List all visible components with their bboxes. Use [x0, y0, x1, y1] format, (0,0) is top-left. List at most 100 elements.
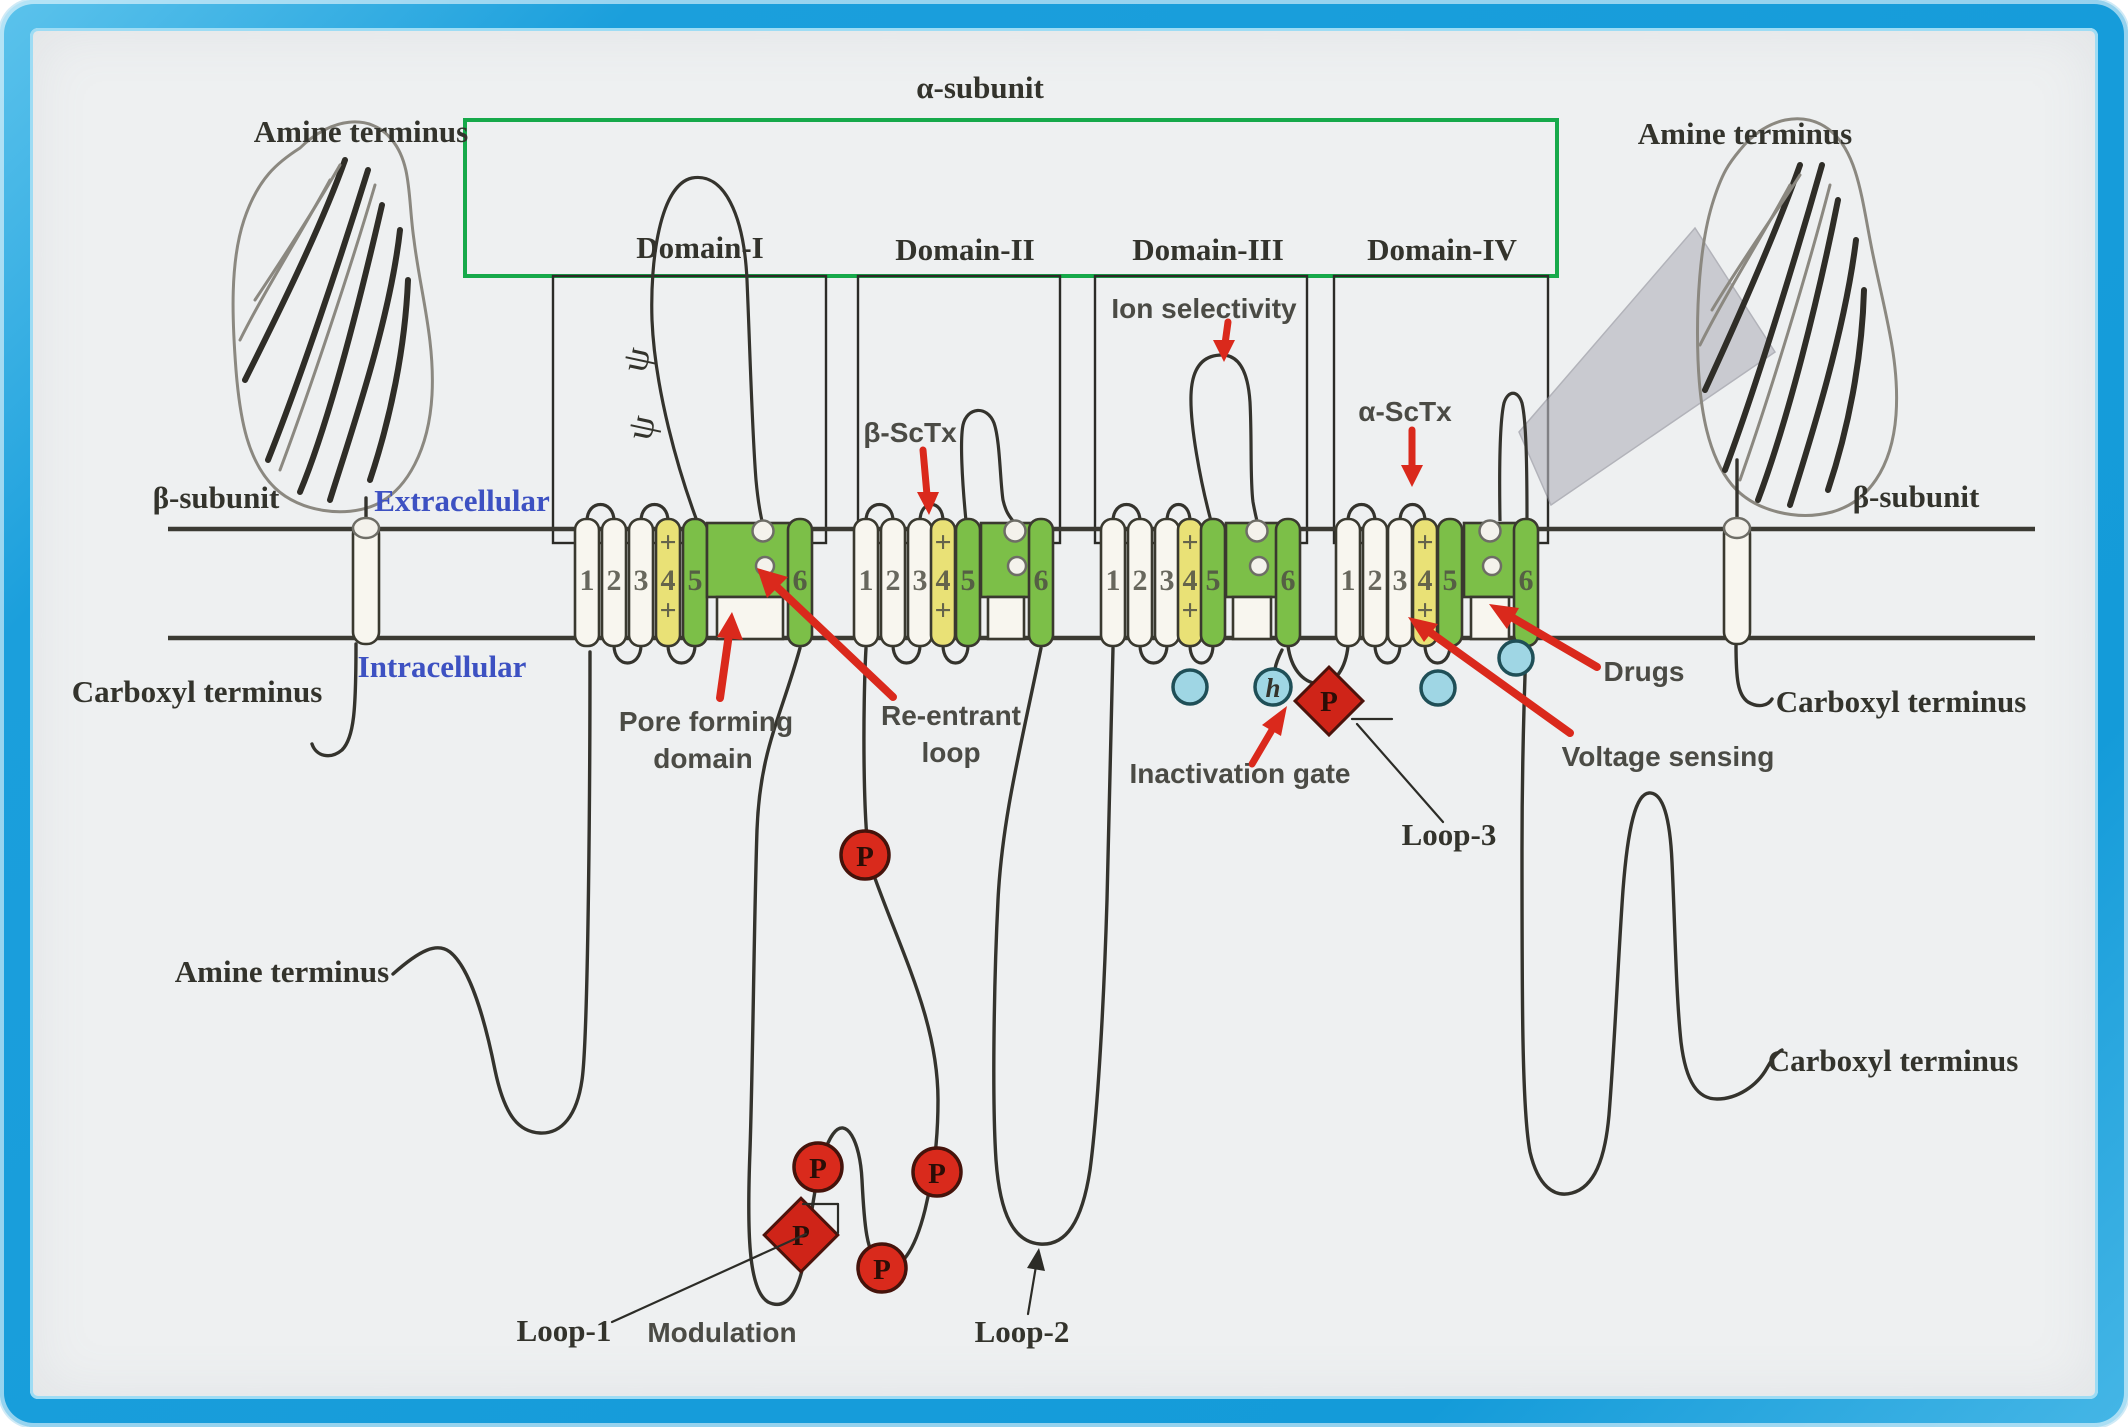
- segment-number: 1: [1341, 564, 1356, 597]
- carboxyl-terminus-left-label: Carboxyl terminus: [72, 674, 323, 709]
- s4-charge: +: [659, 526, 676, 559]
- pore-forming-arrow: [716, 630, 733, 702]
- phospho-p-diamond: P: [1320, 686, 1338, 718]
- loop1-label: Loop-1: [517, 1313, 612, 1348]
- phospho-p: P: [856, 841, 874, 873]
- ion-selectivity-label: Ion selectivity: [1111, 293, 1297, 324]
- segment-number: 3: [913, 564, 928, 597]
- inactivation-particle: [1253, 667, 1293, 707]
- drugs-label: Drugs: [1604, 656, 1685, 687]
- modulator-site: [1497, 639, 1535, 677]
- segment-number: 5: [688, 564, 703, 597]
- extracellular-label: Extracellular: [374, 483, 550, 518]
- amine-terminus-right-label: Amine terminus: [1638, 116, 1852, 151]
- segment-number: 1: [580, 564, 595, 597]
- reentrant-loop-arrow: [773, 583, 897, 701]
- inactivation-gate-arrow: [1248, 726, 1276, 768]
- loop2-label: Loop-2: [975, 1314, 1070, 1349]
- voltage-sensing-arrow: [1427, 629, 1574, 737]
- loop1-leader: [610, 1232, 808, 1324]
- diagram-canvas: α-subunit Domain-I Domain-II Domain-III …: [30, 28, 2098, 1399]
- segment-number: 6: [1034, 564, 1049, 597]
- segment-number: 4: [661, 564, 676, 597]
- domain2-label: Domain-II: [895, 232, 1035, 267]
- s4-charge: +: [659, 594, 676, 627]
- modulation-label: Modulation: [647, 1317, 796, 1348]
- alpha-subunit-label: α-subunit: [916, 70, 1044, 105]
- segment-number: 2: [607, 564, 622, 597]
- segment-number: 5: [1443, 564, 1458, 597]
- segment-number: 6: [1281, 564, 1296, 597]
- segment-number: 2: [886, 564, 901, 597]
- alpha-n-terminus-strand: [391, 650, 592, 1135]
- inactivation-particle-stem: [1273, 648, 1284, 671]
- right-beta-tm: [1722, 516, 1774, 708]
- inactivation-h-label: h: [1265, 673, 1280, 703]
- segment-number: 2: [1368, 564, 1383, 597]
- segment-number: 6: [1519, 564, 1534, 597]
- voltage-sensing-label: Voltage sensing: [1562, 741, 1775, 772]
- carboxyl-terminus-alpha-label: Carboxyl terminus: [1768, 1043, 2019, 1078]
- carboxyl-terminus-right-beta-label: Carboxyl terminus: [1776, 684, 2027, 719]
- segment-number: 4: [1183, 564, 1198, 597]
- phospho-p: P: [928, 1158, 946, 1190]
- s4-charge: +: [1181, 526, 1198, 559]
- alpha-sctx-label: α-ScTx: [1358, 396, 1452, 427]
- sodium-channel-diagram: α-subunit Domain-I Domain-II Domain-III …: [72, 70, 2035, 1349]
- modulator-site: [1419, 669, 1457, 707]
- beta-sctx-arrow: [919, 446, 931, 499]
- phospho-p: P: [873, 1254, 891, 1286]
- s4-charge: +: [934, 594, 951, 627]
- segment-number: 3: [1160, 564, 1175, 597]
- s4-charge: +: [934, 526, 951, 559]
- segment-number: 1: [1106, 564, 1121, 597]
- intracellular-label: Intracellular: [358, 649, 527, 684]
- left-beta-tm: [310, 516, 381, 758]
- segment-number: 5: [961, 564, 976, 597]
- loop3-label: Loop-3: [1402, 817, 1497, 852]
- domain3-segments: 1 2 3 4 5 6 + +: [1099, 517, 1302, 648]
- amine-terminus-alpha-label: Amine terminus: [175, 954, 389, 989]
- loop2-leader: [1026, 1264, 1038, 1316]
- segment-number: 1: [859, 564, 874, 597]
- leader-lines: [610, 717, 1445, 1324]
- loop2-strand: [992, 646, 1115, 1246]
- reentrant-loop-label-line2: loop: [921, 737, 980, 768]
- segment-number: 3: [1393, 564, 1408, 597]
- loop1-strand: [747, 646, 940, 1306]
- segment-number: 6: [793, 564, 808, 597]
- s4-charge: +: [1416, 594, 1433, 627]
- left-beta-ribbon: [231, 120, 434, 524]
- beta-sctx-label: β-ScTx: [863, 417, 957, 448]
- pore-forming-label-line2: domain: [653, 743, 753, 774]
- modulator-site: [1171, 668, 1209, 706]
- phospho-p: P: [809, 1153, 827, 1185]
- beta-subunit-right-label: β-subunit: [1853, 479, 1980, 514]
- phosphorylation-sites: P P P P P P: [762, 664, 1366, 1294]
- right-beta-ribbon: [1696, 117, 1899, 524]
- glycosylation-icon: ψ: [613, 343, 659, 375]
- inactivation-gate-label: Inactivation gate: [1130, 758, 1351, 789]
- beta-alpha-association-band: [1518, 226, 1777, 507]
- red-arrows: [716, 318, 1601, 768]
- beta-subunit-left-label: β-subunit: [153, 480, 280, 515]
- segment-number: 4: [1418, 564, 1433, 597]
- pore-forming-label-line1: Pore forming: [619, 706, 793, 737]
- glycosylation-icon: ψ: [618, 411, 664, 443]
- segment-number: 5: [1206, 564, 1221, 597]
- loop3-leader: [1355, 722, 1445, 824]
- domain2-segments: 1 2 3 4 5 6 + +: [852, 517, 1055, 648]
- segment-number: 4: [936, 564, 951, 597]
- domain4-segments: 1 2 3 4 5 6 + +: [1334, 517, 1540, 648]
- drugs-arrow: [1509, 614, 1601, 671]
- domain3-label: Domain-III: [1132, 232, 1284, 267]
- segment-number: 2: [1133, 564, 1148, 597]
- reentrant-loop-label-line1: Re-entrant: [881, 700, 1021, 731]
- amine-terminus-left-label: Amine terminus: [254, 114, 468, 149]
- segment-number: 3: [634, 564, 649, 597]
- domain2-box: [856, 274, 1062, 545]
- alpha-c-terminus-strand: [1520, 646, 1784, 1196]
- s4-charge: +: [1416, 526, 1433, 559]
- s4-charge: +: [1181, 594, 1198, 627]
